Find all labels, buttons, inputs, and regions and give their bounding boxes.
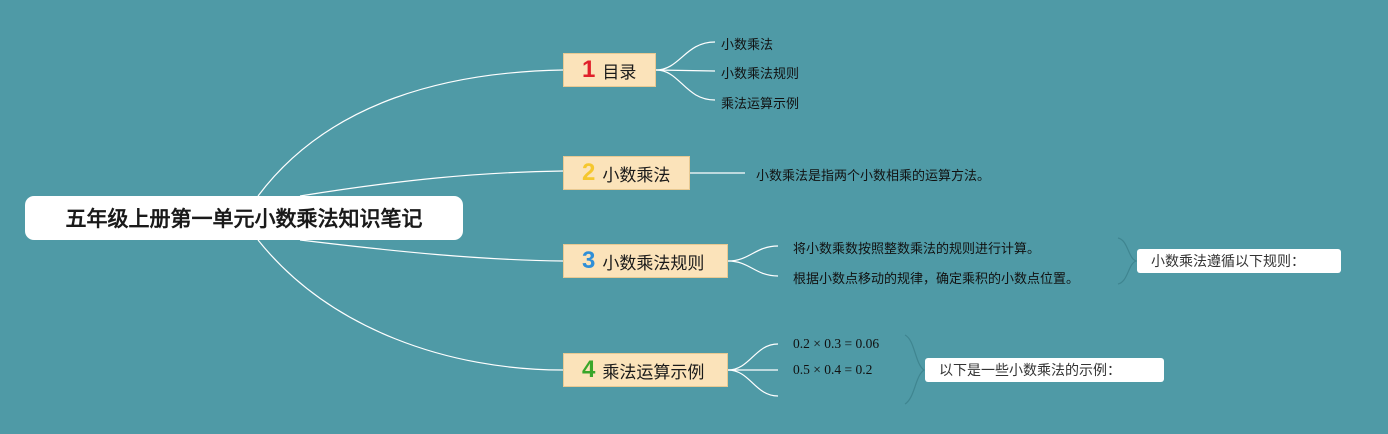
summary-note[interactable]: 以下是一些小数乘法的示例： [925, 358, 1164, 382]
topic-label: 乘法运算示例 [602, 362, 705, 383]
topic-number: 4 [582, 356, 596, 383]
root-topic[interactable]: 五年级上册第一单元小数乘法知识笔记 [25, 196, 463, 240]
subtopic[interactable]: 小数乘法 [721, 38, 774, 53]
topic-number: 3 [582, 247, 596, 274]
summary-note[interactable]: 小数乘法遵循以下规则： [1137, 249, 1341, 273]
topic-4[interactable]: 4 乘法运算示例 [563, 353, 728, 387]
subtopic[interactable]: 0.2 × 0.3 = 0.06 [793, 336, 880, 351]
summary-text: 以下是一些小数乘法的示例： [939, 363, 1121, 379]
topic-label: 小数乘法规则 [602, 253, 705, 274]
topic-2[interactable]: 2 小数乘法 [563, 156, 690, 190]
summary-text: 小数乘法遵循以下规则： [1151, 254, 1305, 270]
topic-3[interactable]: 3 小数乘法规则 [563, 244, 728, 278]
root-title: 五年级上册第一单元小数乘法知识笔记 [65, 207, 423, 231]
subtopic[interactable]: 将小数乘数按照整数乘法的规则进行计算。 [793, 242, 1041, 257]
subtopic[interactable]: 根据小数点移动的规律，确定乘积的小数点位置。 [793, 272, 1080, 287]
subtopic[interactable]: 小数乘法是指两个小数相乘的运算方法。 [756, 169, 991, 184]
topic-number: 1 [582, 56, 596, 83]
topic-label: 小数乘法 [602, 165, 671, 186]
subtopic[interactable]: 乘法运算示例 [721, 97, 800, 112]
topic-label: 目录 [602, 62, 637, 83]
subtopic[interactable]: 0.5 × 0.4 = 0.2 [793, 362, 873, 377]
topic-1[interactable]: 1 目录 [563, 53, 656, 87]
topic-number: 2 [582, 159, 596, 186]
subtopic[interactable]: 小数乘法规则 [721, 67, 800, 82]
